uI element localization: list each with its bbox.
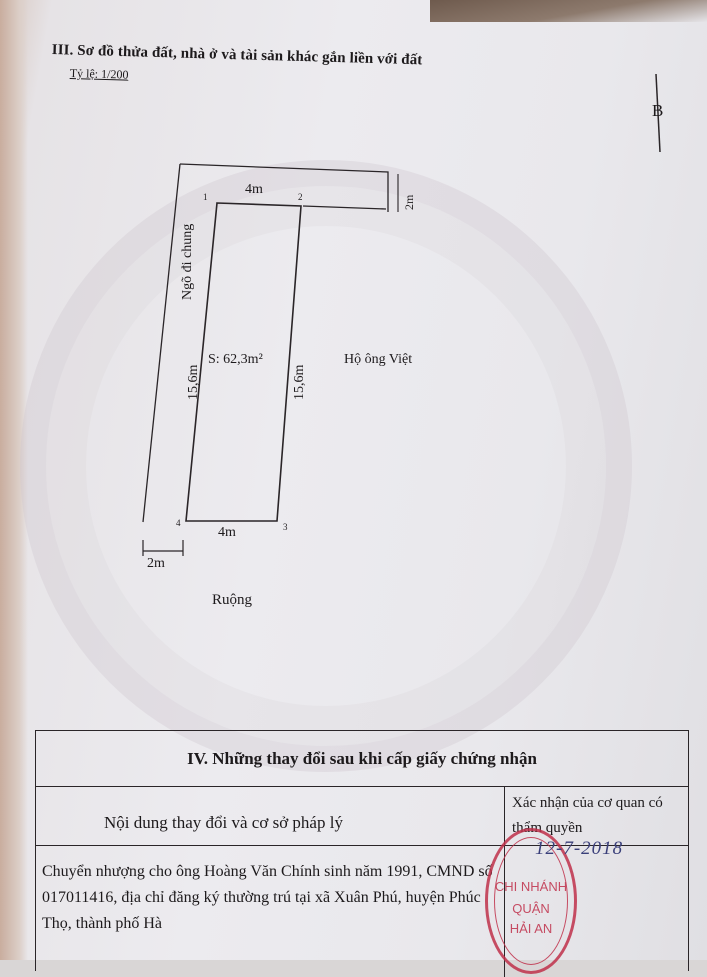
bottom-width-label: 4m [218,525,236,540]
point-2-label: 2 [298,192,303,202]
lane-inner-top [302,205,387,210]
section-4-title: IV. Những thay đổi sau khi cấp giấy chứn… [36,731,688,787]
point-3-label: 3 [283,522,288,532]
top-width-label: 4m [245,182,263,197]
lane-label: Ngõ đi chung [180,223,195,300]
parcel-area-label: S: 62,3m² [208,352,263,367]
change-entry-text: Chuyển nhượng cho ông Hoàng Văn Chính si… [42,863,493,932]
north-arrow-line [655,73,661,153]
col-content-header: Nội dung thay đổi và cơ sở pháp lý [104,813,343,832]
left-length-label: 15,6m [186,364,201,400]
lane-outer-top [179,163,389,212]
north-label: B [652,101,664,120]
official-seal: CHI NHÁNH QUẬN HẢI AN [485,828,577,974]
point-4-label: 4 [176,518,181,528]
seal-line-1: CHI NHÁNH [494,879,568,894]
point-1-label: 1 [203,192,208,202]
lane-outer-left [142,163,181,523]
handwritten-date: 12-7-2018 [535,838,624,859]
changes-table: IV. Những thay đổi sau khi cấp giấy chứn… [35,730,689,977]
seal-line-2: QUẬN [512,901,550,916]
lane-width-bottom-label: 2m [147,556,165,571]
neighbor-south-label: Ruộng [212,592,253,608]
lane-width-top-label: 2m [402,194,416,210]
parcel-outline [185,202,302,522]
background-edge [430,0,707,22]
seal-line-3: HẢI AN [509,921,553,936]
neighbor-east-label: Hộ ông Việt [344,352,413,367]
right-length-label: 15,6m [292,364,307,400]
